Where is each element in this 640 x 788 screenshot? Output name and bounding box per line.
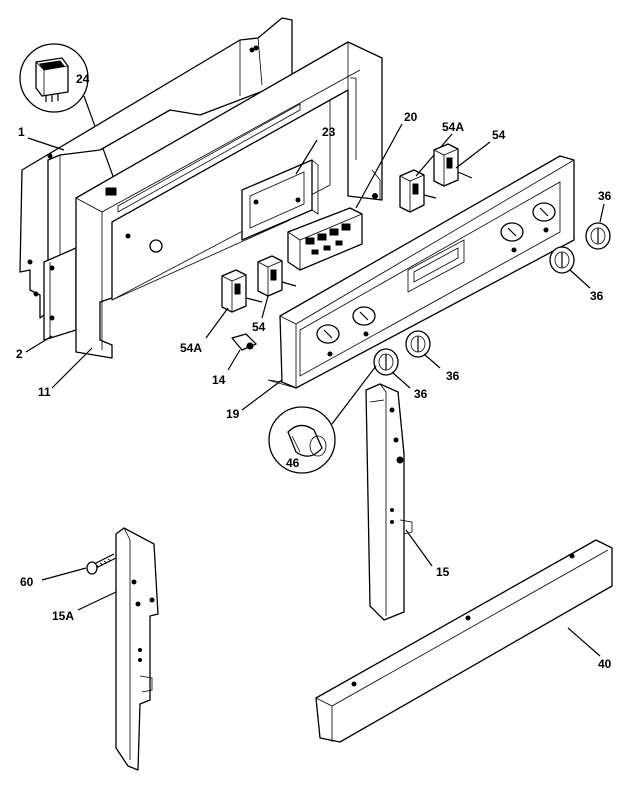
part-2-rear-bracket <box>43 247 77 341</box>
part-46-knob-insert <box>268 365 377 474</box>
callout-2: 2 <box>16 347 23 361</box>
callout-23: 23 <box>322 125 336 139</box>
leader-1 <box>27 137 65 151</box>
part-54-upper-switch <box>433 141 491 187</box>
part-15-side-trim <box>365 383 433 621</box>
callout-19: 19 <box>226 407 240 421</box>
callout-54a-top: 54A <box>442 120 464 134</box>
callout-46: 46 <box>286 456 300 470</box>
callout-15: 15 <box>436 565 450 579</box>
part-40-kick-plate <box>315 539 613 743</box>
part-60-screw <box>41 553 117 581</box>
callout-54-mid: 54 <box>252 320 266 334</box>
part-11-console-housing <box>75 41 383 359</box>
part-36-knob-upper-right <box>585 203 611 250</box>
callout-15a: 15A <box>52 609 74 623</box>
part-36-knob-right <box>549 246 591 289</box>
callout-36-mid: 36 <box>446 369 460 383</box>
part-23-display-bracket <box>241 139 319 241</box>
callout-20: 20 <box>404 110 418 124</box>
part-36-knob-mid <box>405 330 441 369</box>
part-54-mid-switch <box>257 255 297 319</box>
callout-1: 1 <box>18 125 25 139</box>
part-15a-side-trim <box>77 527 159 771</box>
callout-11: 11 <box>38 385 51 399</box>
callout-40: 40 <box>598 657 612 671</box>
part-14-clip <box>227 333 257 371</box>
callout-14: 14 <box>212 373 226 387</box>
part-54a-upper-switch <box>399 133 453 213</box>
part-36-knob-left <box>373 348 411 389</box>
callout-24: 24 <box>76 72 90 86</box>
callout-54-top: 54 <box>492 128 506 142</box>
callout-54a-left: 54A <box>180 341 202 355</box>
callout-36-upper-right: 36 <box>598 189 612 203</box>
callout-60: 60 <box>20 575 34 589</box>
callout-36-right: 36 <box>590 289 604 303</box>
part-20-clock-display <box>287 123 403 271</box>
callout-36-left: 36 <box>414 387 428 401</box>
leader-2 <box>25 335 53 353</box>
part-19-control-panel <box>241 155 575 411</box>
leader-11 <box>51 347 93 389</box>
part-54a-lower-switch <box>205 269 263 339</box>
